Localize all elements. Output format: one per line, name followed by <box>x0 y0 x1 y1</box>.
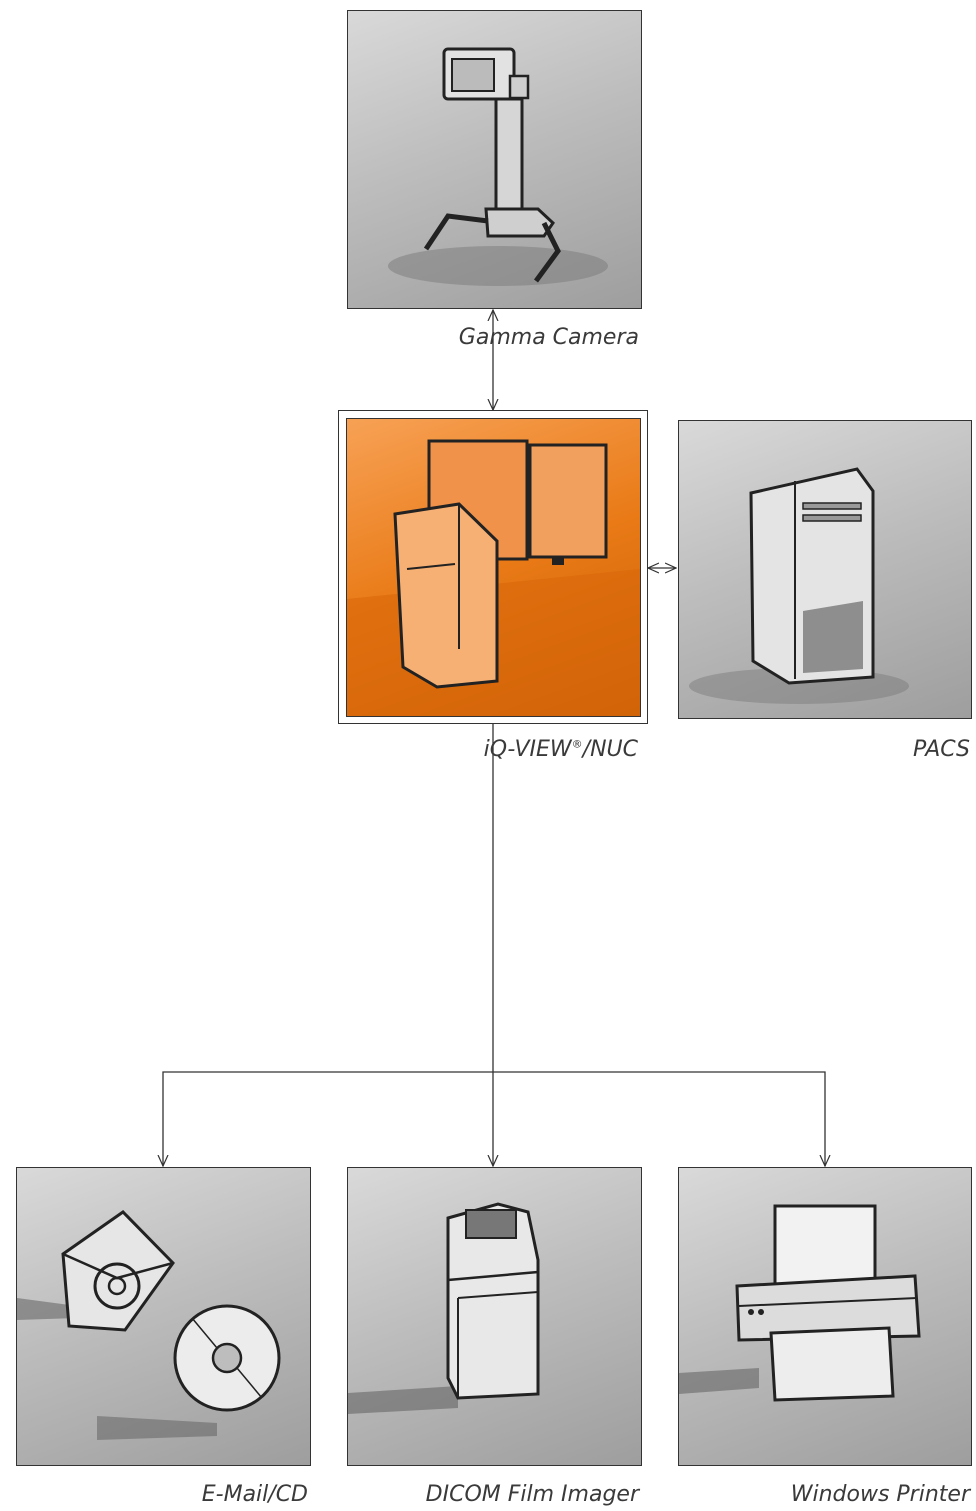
film-imager-icon <box>348 1202 540 1414</box>
printer-node <box>678 1167 972 1466</box>
pacs-node <box>678 420 972 719</box>
gamma-camera-icon <box>388 47 608 286</box>
printer-label: Windows Printer <box>790 1482 970 1507</box>
pacs-label: PACS <box>913 737 970 762</box>
iqview-label-registered: ® <box>571 737 583 751</box>
printer-icon <box>679 1204 921 1402</box>
server-tower-icon <box>689 467 909 704</box>
gamma-camera-label: Gamma Camera <box>458 325 639 350</box>
branch-link <box>163 1071 825 1166</box>
gamma-camera-node <box>347 10 642 309</box>
email-cd-node <box>16 1167 311 1466</box>
iqview-label: iQ-VIEW®/NUC <box>484 737 638 762</box>
iqview-label-main: iQ-VIEW <box>483 737 572 762</box>
film-imager-node <box>347 1167 642 1466</box>
iqview-label-suffix: /NUC <box>582 737 638 762</box>
email-cd-icon <box>17 1210 281 1440</box>
film-imager-label: DICOM Film Imager <box>425 1482 639 1507</box>
iqview-node <box>346 418 641 717</box>
email-cd-label: E-Mail/CD <box>201 1482 308 1507</box>
workstation-icon <box>347 439 640 716</box>
iqview-frame <box>338 410 648 724</box>
